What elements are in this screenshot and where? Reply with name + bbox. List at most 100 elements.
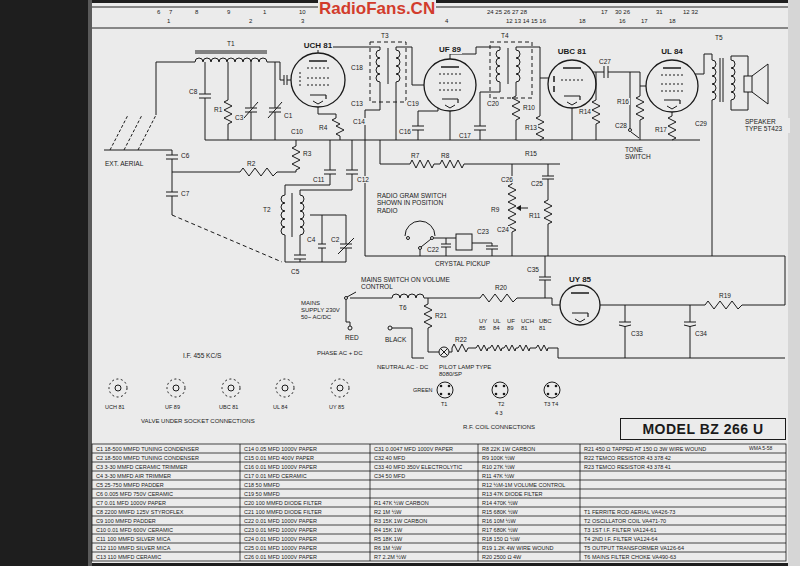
- part-label: C35: [526, 266, 540, 273]
- table-cell: C33 40 MFD 350V ELECTROLYTIC: [373, 464, 463, 470]
- paper-part: [92, 3, 788, 563]
- model-box: MODEL BZ 266 U: [620, 418, 786, 440]
- valve-cathode: [564, 96, 580, 100]
- part-label: UY 85: [328, 404, 345, 410]
- part-label: 16: [618, 18, 627, 25]
- wiring-part: [348, 326, 352, 330]
- wiring-part: [752, 64, 768, 104]
- part-label: T3: [380, 32, 390, 39]
- wiring-part: [396, 50, 400, 82]
- part-label: TONE SWITCH: [624, 146, 666, 161]
- part-label: R22: [454, 336, 468, 343]
- part-label: C6: [180, 152, 190, 159]
- valve-envelope: [646, 60, 698, 112]
- wiring-part: [668, 112, 676, 140]
- wiring-part: [439, 347, 449, 357]
- part-label: C22: [426, 246, 440, 253]
- part-label: UF 89: [506, 318, 520, 332]
- valve-label: UF 89: [438, 45, 462, 54]
- wiring-part: [636, 86, 644, 140]
- part-label: C14: [352, 118, 366, 125]
- wiring-part: [558, 358, 785, 359]
- part-label: PHASE AC + DC: [316, 350, 368, 357]
- wiring-part: [104, 150, 172, 155]
- part-label: C1: [283, 112, 293, 119]
- wiring-part: [199, 62, 211, 140]
- parts-table-part: [92, 453, 786, 552]
- part-label: R8: [440, 152, 450, 159]
- coil-pin-part: [495, 393, 498, 396]
- part-label: R17: [654, 126, 668, 133]
- part-label: 12 32: [682, 9, 699, 16]
- wiring-part: [318, 107, 344, 140]
- valve-grid: [307, 85, 329, 86]
- wiring-part: [723, 58, 724, 102]
- table-cell: C3 3-30 MMFD CERAMIC TRIMMER: [95, 464, 189, 470]
- table-cell: R17 680K ½W: [481, 527, 519, 533]
- part-label: R3: [302, 150, 312, 157]
- coil-pin-part: [555, 393, 558, 396]
- part-label: 17: [600, 9, 609, 16]
- part-label: C19: [406, 100, 420, 107]
- valve-symbol: UCH 81: [287, 34, 349, 111]
- wiring-part: [347, 292, 356, 297]
- gang-link-part: [172, 215, 282, 262]
- table-cell: R9 100K ½W: [481, 455, 516, 461]
- part-label: C27: [598, 58, 612, 65]
- part-label: UCH 81: [520, 318, 538, 332]
- table-cell: T4 2ND I.F. FILTER VA124-64: [583, 536, 658, 542]
- part-label: R11: [528, 212, 541, 219]
- table-cell: C24 0.01 MFD 1000V PAPER: [243, 536, 318, 542]
- table-cell: C15 0.01 MFD 400V PAPER: [243, 455, 315, 461]
- part-label: C11: [312, 176, 325, 183]
- table-cell: R7 2.2M ½W: [373, 554, 407, 560]
- socket-diagram-part: [222, 379, 240, 397]
- valve-label: UCH 81: [303, 41, 333, 50]
- wiring-part: [434, 238, 456, 239]
- coil-pin-part: [547, 393, 550, 396]
- table-cell: R11 47K ½W: [481, 473, 515, 479]
- valve-envelope: [291, 53, 345, 107]
- aerial-symbol-part: [110, 115, 128, 150]
- ruler-line-part: [92, 7, 788, 8]
- table-cell: R10 27K ½W: [481, 464, 516, 470]
- parts-table: [92, 444, 786, 561]
- table-cell: C13 110 MMFD CERAMIC: [95, 554, 162, 560]
- wiring-part: [310, 215, 346, 216]
- valve-heater: [445, 105, 455, 108]
- wiring-part: [441, 238, 451, 256]
- wiring-part: [166, 155, 178, 159]
- paper-part: [88, 0, 92, 566]
- wiring-part: [318, 215, 326, 262]
- wiring-part: [629, 129, 632, 132]
- valve-envelope: [424, 59, 476, 111]
- valve-envelope: [548, 60, 596, 108]
- valve-anode: [663, 67, 681, 69]
- coil-pin-part: [448, 393, 451, 396]
- wiring-part: [396, 82, 397, 140]
- parts-table-part: [92, 444, 786, 561]
- coil-pin-part: [448, 385, 451, 388]
- wiring-part: [292, 193, 293, 237]
- table-cell: R16 10M ½W: [481, 518, 517, 524]
- wiring-part: [712, 60, 716, 100]
- valve-heater: [575, 319, 585, 322]
- table-cell: R20 2500 Ω 4W: [481, 554, 522, 560]
- socket-diagram-part: [492, 382, 508, 398]
- part-label: R19: [718, 292, 732, 299]
- wiring-part: [365, 82, 380, 256]
- wiring-part: [300, 195, 304, 235]
- table-cell: C11 100 MMFD SILVER MICA: [95, 536, 171, 542]
- part-label: I.F. 455 KC/S: [182, 352, 222, 359]
- wiring-part: [512, 82, 520, 140]
- table-cell: C34 50 MFD: [373, 473, 406, 479]
- paper-part: [0, 0, 88, 566]
- part-label: 24 25 26 27 28: [486, 9, 528, 16]
- wiring-part: [224, 62, 232, 140]
- part-label: C33: [630, 330, 644, 337]
- part-label: R9: [490, 206, 500, 213]
- model-title: MODEL BZ 266 U: [642, 421, 763, 437]
- table-cell: C22 0.01 MFD 1000V PAPER: [243, 518, 318, 524]
- wiring-part: [268, 62, 282, 140]
